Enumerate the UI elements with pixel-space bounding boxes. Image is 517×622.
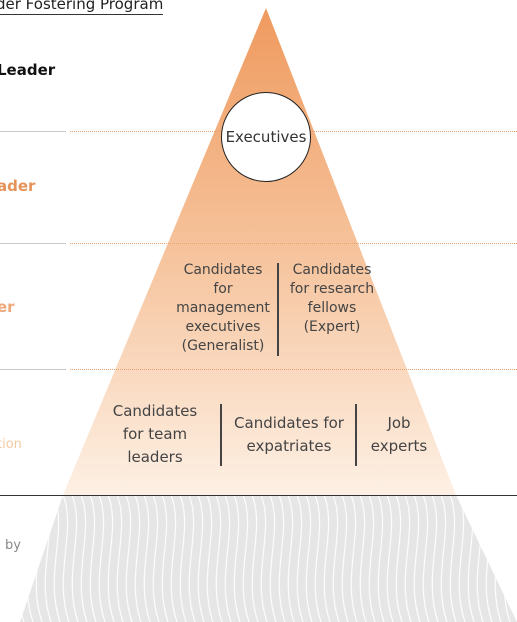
base-wave-line — [89, 495, 97, 622]
base-wave-line — [278, 495, 286, 622]
team-leader-candidates-box: Candidates for team leaders — [100, 400, 210, 469]
expatriate-candidates-box: Candidates for expatriates — [223, 412, 355, 458]
base-wave-line — [206, 495, 214, 622]
base-wave-line — [224, 495, 232, 622]
research-line-4: (Expert) — [303, 319, 361, 335]
base-wave-line — [449, 495, 457, 622]
team-leader-line-3: leaders — [127, 448, 183, 466]
divider-line-2 — [0, 243, 66, 244]
base-wave-line — [161, 495, 169, 622]
base-wave-line — [9, 495, 15, 622]
base-wave-line — [20, 495, 25, 622]
job-experts-box: Job experts — [359, 412, 439, 458]
tier-label-3: er — [0, 298, 15, 316]
tier-label-leader: Leader — [0, 61, 56, 79]
management-line-4: (Generalist) — [181, 338, 265, 354]
base-wave-line — [314, 495, 322, 622]
base-wave-line — [323, 495, 331, 622]
pyramid-upper — [63, 8, 456, 495]
executives-label: Executives — [225, 128, 307, 146]
base-wave-line — [296, 495, 304, 622]
tier-label-5: by — [5, 538, 21, 553]
management-line-2: for management — [176, 281, 270, 316]
base-wave-line — [422, 495, 430, 622]
team-leader-line-2: for team — [122, 425, 188, 443]
tier-label-2: ader — [0, 177, 36, 195]
middle-divider — [277, 263, 279, 356]
base-wave-line — [377, 495, 385, 622]
pyramid-base — [0, 495, 517, 622]
dotted-line-2 — [70, 243, 517, 244]
base-wave-line — [107, 495, 115, 622]
base-wave-line — [62, 495, 70, 622]
tier-label-4: tion — [0, 437, 22, 452]
base-wave-line — [143, 495, 151, 622]
base-line — [0, 495, 517, 496]
base-wave-line — [260, 495, 268, 622]
job-experts-line-2: experts — [370, 437, 428, 455]
base-wave-line — [341, 495, 349, 622]
base-wave-line — [332, 495, 340, 622]
base-wave-line — [269, 495, 277, 622]
dotted-line-3 — [70, 369, 517, 370]
base-wave-line — [170, 495, 178, 622]
base-wave-line — [152, 495, 160, 622]
executives-circle: Executives — [221, 92, 311, 182]
base-wave-line — [233, 495, 241, 622]
research-line-3: fellows — [307, 300, 357, 316]
base-wave-line — [71, 495, 79, 622]
base-wave-line — [395, 495, 403, 622]
expatriate-line-1: Candidates for — [234, 414, 344, 432]
base-wave-line — [98, 495, 106, 622]
research-line-2: for research — [289, 281, 375, 297]
bottom-divider-2 — [355, 404, 357, 466]
base-wave-line — [116, 495, 124, 622]
base-wave-line — [404, 495, 412, 622]
base-wave-line — [188, 495, 196, 622]
management-line-3: executives — [185, 319, 261, 335]
expatriate-line-2: expatriates — [246, 437, 332, 455]
research-candidates-box: Candidates for research fellows (Expert) — [280, 261, 384, 337]
base-wave-line — [215, 495, 223, 622]
base-wave-line — [431, 495, 439, 622]
team-leader-line-1: Candidates — [112, 402, 198, 420]
base-wave-line — [197, 495, 205, 622]
base-wave-line — [368, 495, 376, 622]
base-wave-line — [359, 495, 367, 622]
base-wave-line — [413, 495, 421, 622]
base-wave-line — [350, 495, 358, 622]
base-wave-line — [251, 495, 259, 622]
base-wave-line — [305, 495, 313, 622]
base-wave-line — [242, 495, 250, 622]
job-experts-line-1: Job — [387, 414, 411, 432]
divider-line-3 — [0, 369, 66, 370]
base-wave-line — [440, 495, 448, 622]
base-wave-line — [80, 495, 88, 622]
base-wave-line — [179, 495, 187, 622]
base-wave-line — [287, 495, 295, 622]
base-wave-line — [512, 495, 517, 622]
base-wave-line — [125, 495, 133, 622]
base-wave-line — [386, 495, 394, 622]
research-line-1: Candidates — [292, 262, 372, 278]
management-candidates-box: Candidates for management executives (Ge… — [166, 261, 280, 356]
base-wave-line — [134, 495, 142, 622]
bottom-divider-1 — [220, 404, 222, 466]
management-line-1: Candidates — [183, 262, 263, 278]
program-title: der Fostering Program — [0, 0, 164, 15]
divider-line-1 — [0, 131, 66, 132]
base-wave-line — [0, 495, 6, 622]
